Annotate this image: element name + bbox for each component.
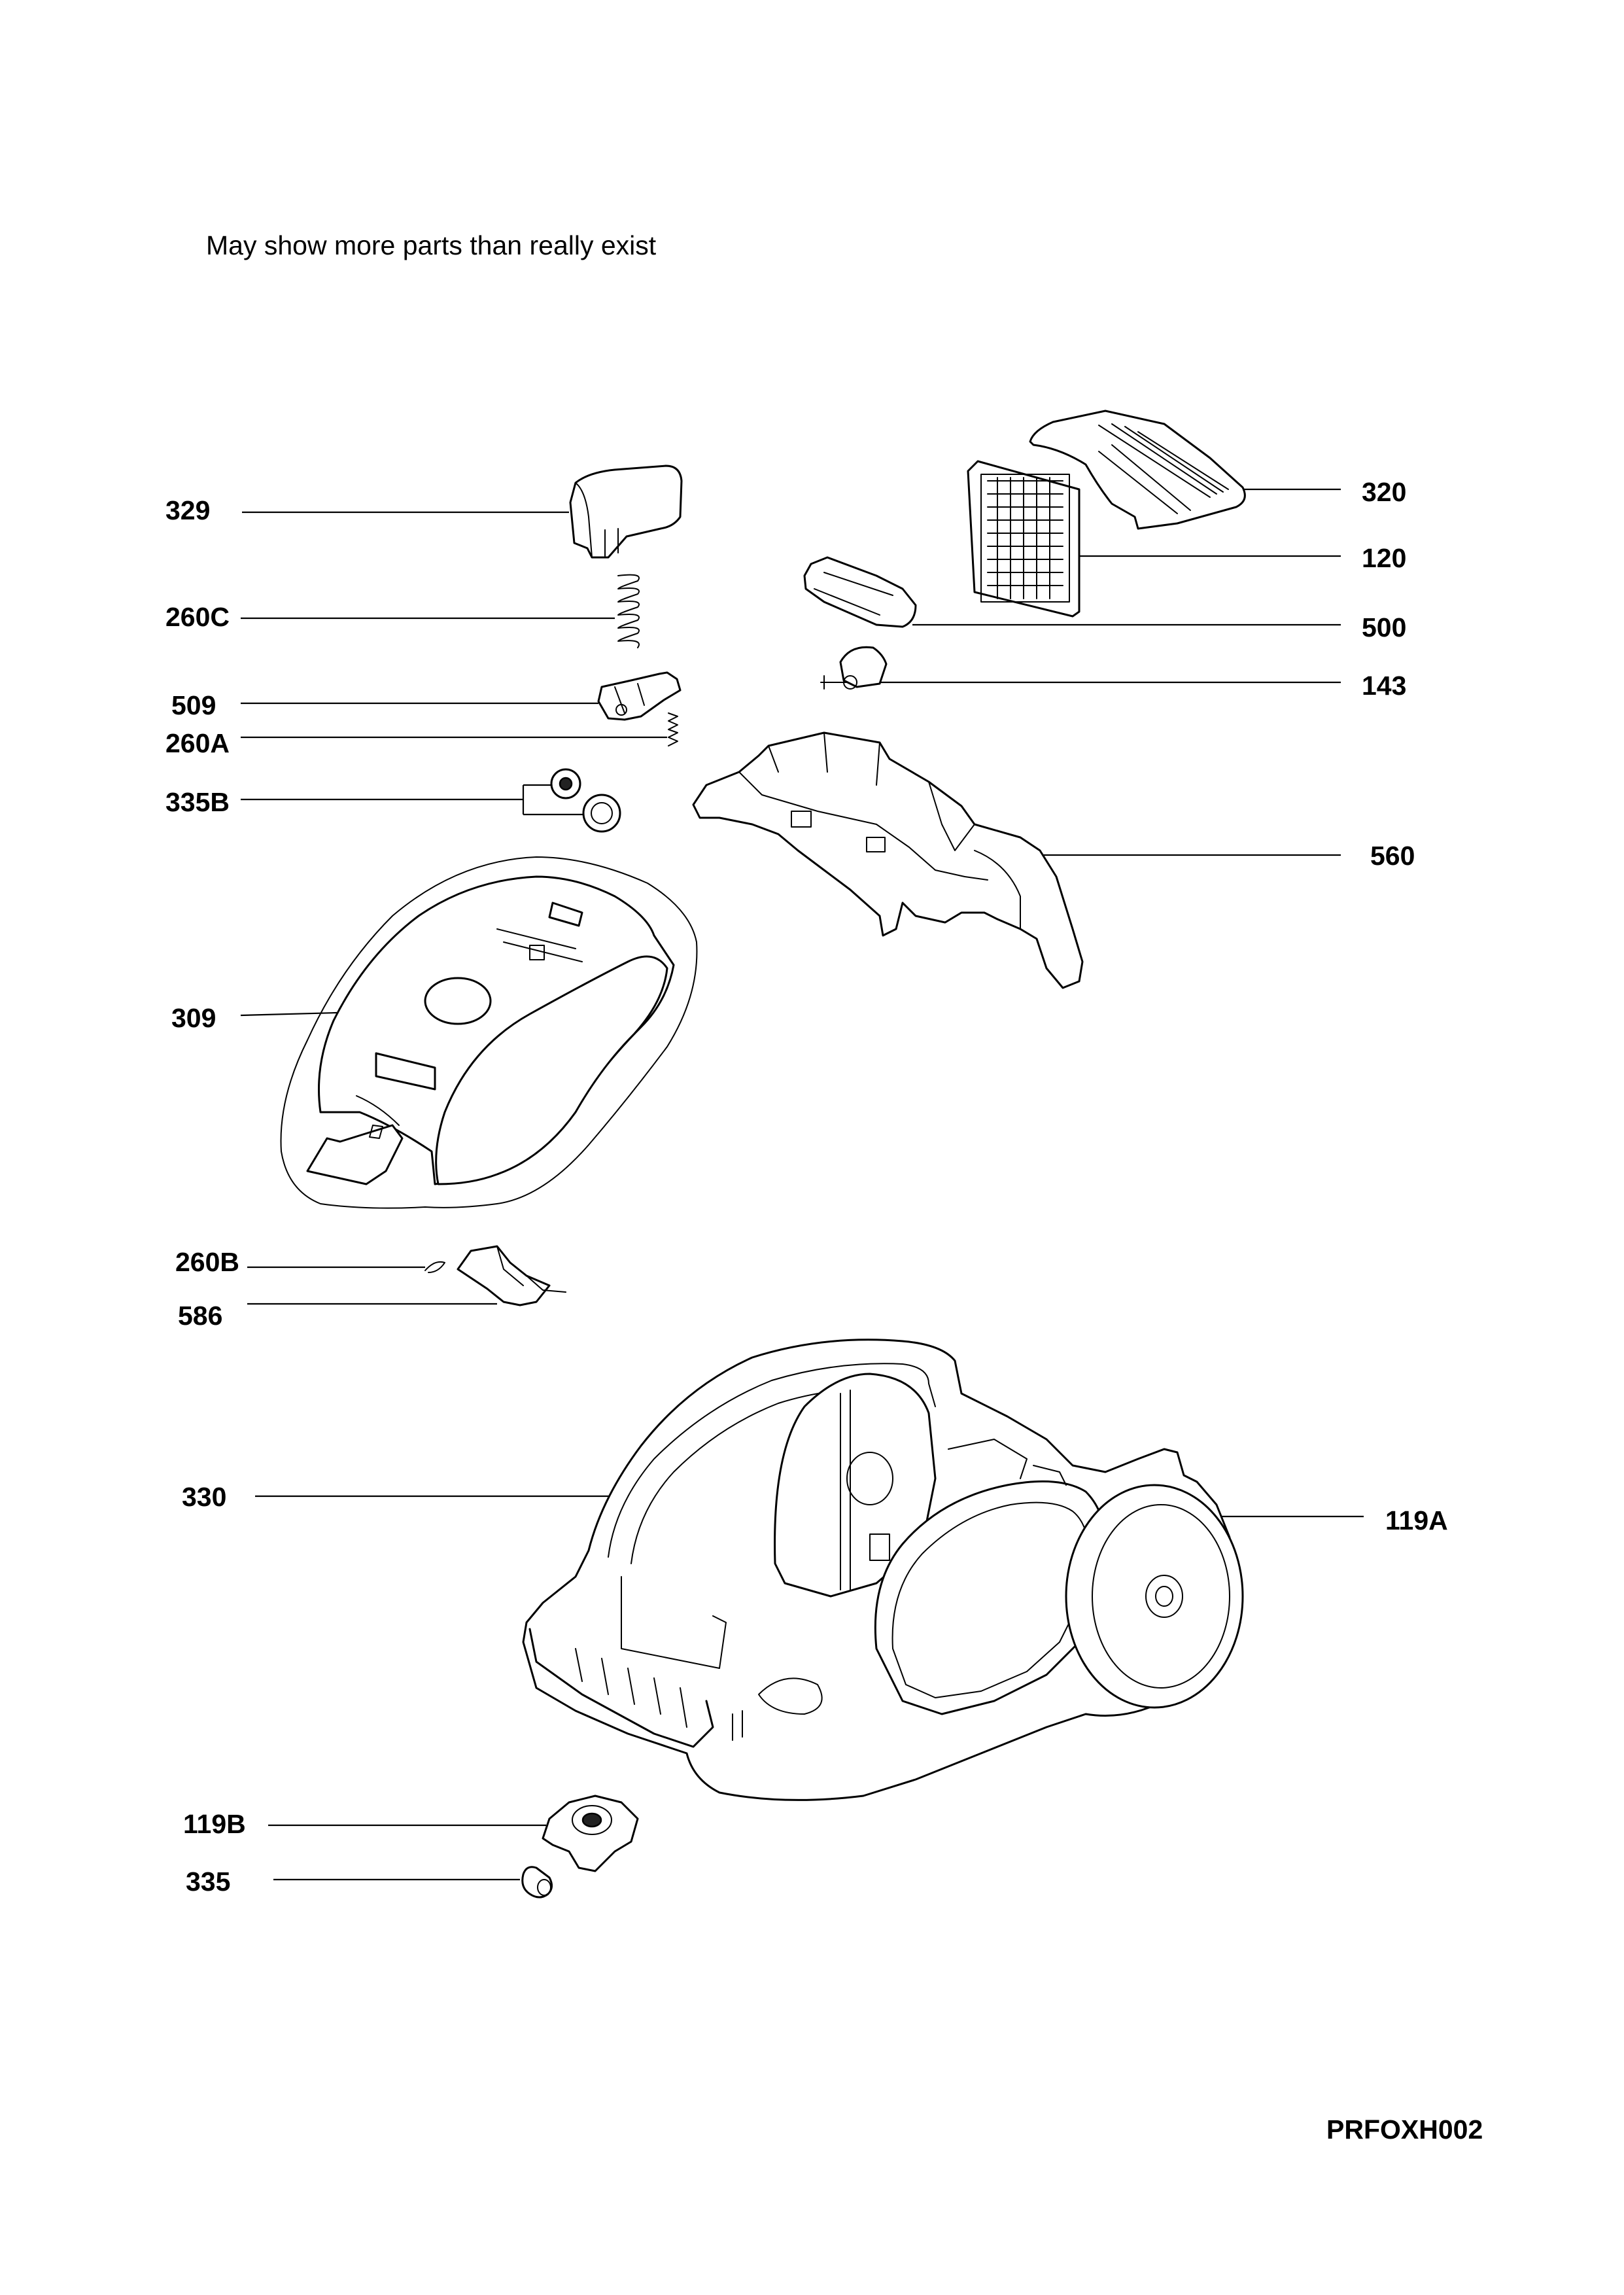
part-509-latch — [597, 671, 682, 721]
part-260b-pin — [424, 1261, 445, 1273]
part-260a-spring — [668, 712, 678, 746]
part-260c-spring — [617, 574, 640, 648]
label-500: 500 — [1362, 612, 1406, 642]
part-330-housing — [522, 1339, 1244, 1801]
label-143: 143 — [1362, 671, 1406, 701]
part-560-frame — [692, 731, 1084, 989]
label-260a: 260A — [165, 728, 230, 758]
label-120: 120 — [1362, 543, 1406, 573]
part-119b-bracket — [542, 1795, 639, 1872]
part-309-cover — [280, 856, 698, 1209]
disclaimer-note: May show more parts than really exist — [206, 230, 657, 260]
part-320-grille — [1029, 410, 1246, 530]
part-586-clip — [457, 1245, 566, 1306]
label-335: 335 — [186, 1866, 230, 1897]
label-260b: 260B — [175, 1247, 239, 1277]
label-560: 560 — [1370, 841, 1415, 871]
drawing-code: PRFOXH002 — [1326, 2114, 1483, 2145]
label-329: 329 — [165, 495, 210, 525]
label-119b: 119B — [183, 1809, 246, 1839]
part-labels: 329 260C 509 260A 335B 309 260B 586 330 … — [165, 477, 1448, 1897]
label-119a: 119A — [1385, 1505, 1448, 1535]
part-120-filter — [967, 460, 1080, 618]
label-330: 330 — [182, 1482, 226, 1512]
part-335b-knobs — [550, 768, 621, 833]
leader-lines — [240, 488, 1364, 1881]
label-586: 586 — [178, 1301, 222, 1331]
label-309: 309 — [171, 1003, 216, 1033]
label-320: 320 — [1362, 477, 1406, 507]
label-509: 509 — [171, 690, 216, 720]
label-260c: 260C — [165, 602, 230, 632]
part-335-knob — [521, 1866, 553, 1899]
label-335b: 335B — [165, 787, 230, 817]
leader-309 — [240, 1011, 337, 1017]
part-143-selector — [820, 646, 888, 690]
part-500-slider — [803, 556, 917, 628]
part-329-button — [569, 464, 683, 559]
